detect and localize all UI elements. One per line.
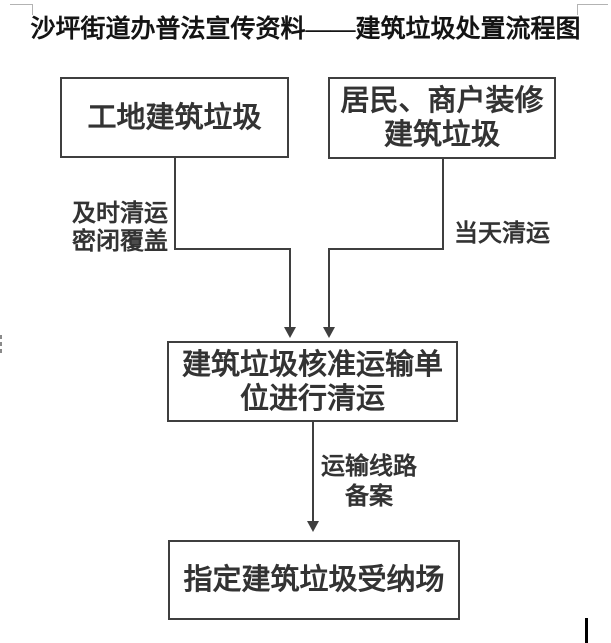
edge-label-line: 当天清运 xyxy=(454,220,550,247)
arrowhead-down-icon xyxy=(323,327,335,338)
crop-mark-top-left-horizontal xyxy=(10,4,33,5)
flow-node-site-waste: 工地建筑垃圾 xyxy=(60,77,289,158)
flow-node-label: 指定建筑垃圾受纳场 xyxy=(183,564,445,596)
connector-right-vertical-top xyxy=(442,158,444,250)
edge-label-timely-removal: 及时清运 密闭覆盖 xyxy=(68,200,172,256)
flow-node-label-line: 建筑垃圾核准运输单 xyxy=(181,348,443,381)
crop-mark-top-left-vertical xyxy=(32,4,33,15)
connector-left-vertical-top xyxy=(174,157,176,250)
edge-label-line: 运输线路 xyxy=(321,453,417,480)
connector-middle-vertical xyxy=(312,420,314,521)
arrowhead-down-icon xyxy=(284,327,296,338)
flow-node-label-line: 位进行清运 xyxy=(239,382,385,415)
arrowhead-down-icon xyxy=(307,521,319,532)
edge-label-line: 及时清运 xyxy=(72,200,168,227)
left-edge-dash-fragment xyxy=(0,342,2,346)
flow-node-label-line: 建筑垃圾 xyxy=(383,119,500,151)
crop-mark-top-right-vertical xyxy=(577,4,578,15)
flow-node-label: 工地建筑垃圾 xyxy=(87,101,262,134)
connector-right-vertical-bottom xyxy=(328,248,330,328)
flow-node-approved-transport-unit: 建筑垃圾核准运输单 位进行清运 xyxy=(167,341,458,422)
text-cursor-caret xyxy=(585,618,588,643)
page-title: 沙坪街道办普法宣传资料——建筑垃圾处置流程图 xyxy=(30,16,581,43)
flow-node-label-line: 居民、商户装修 xyxy=(340,85,544,117)
left-edge-dash-fragment xyxy=(0,335,2,339)
edge-label-line: 密闭覆盖 xyxy=(72,228,168,255)
connector-left-horizontal xyxy=(174,248,291,250)
edge-label-route-filing: 运输线路 备案 xyxy=(317,452,421,512)
edge-label-line: 备案 xyxy=(345,483,393,510)
connector-left-vertical-bottom xyxy=(289,248,291,328)
flow-node-designated-receiving-site: 指定建筑垃圾受纳场 xyxy=(168,540,460,620)
flow-node-resident-renovation-waste: 居民、商户装修 建筑垃圾 xyxy=(328,77,556,159)
left-edge-dash-fragment xyxy=(0,349,2,353)
crop-mark-top-right-horizontal xyxy=(577,4,608,5)
edge-label-same-day-removal: 当天清运 xyxy=(448,220,556,248)
connector-right-horizontal xyxy=(328,248,444,250)
